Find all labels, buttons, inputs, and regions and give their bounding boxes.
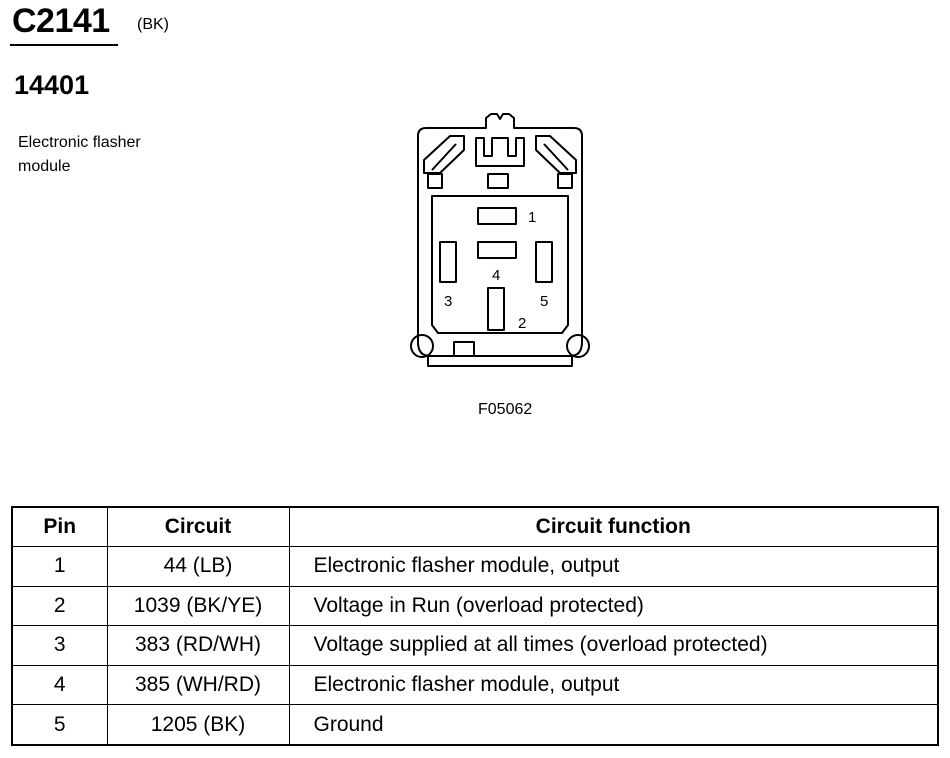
cell-circuit: 383 (RD/WH) [106, 625, 290, 666]
figure-code: F05062 [478, 401, 533, 418]
connector-housing-outline [417, 113, 583, 357]
cell-circuit: 385 (WH/RD) [106, 664, 290, 706]
right-latch [535, 135, 577, 174]
pin-label-1: 1 [528, 209, 536, 226]
connector-id-underline [10, 44, 118, 46]
header-circuit-function: Circuit function [288, 506, 939, 547]
pin-table: Pin Circuit Circuit function 1 44 (LB) E… [11, 506, 939, 746]
cell-function: Ground [288, 704, 939, 746]
connector-id: C2141 [12, 2, 110, 40]
bottom-right-lobe [566, 334, 590, 358]
terminal-5 [535, 241, 553, 283]
pin-label-3: 3 [444, 293, 452, 310]
tab-right [557, 173, 573, 189]
pin-label-5: 5 [540, 293, 548, 310]
table-row: 2 1039 (BK/YE) Voltage in Run (overload … [11, 585, 939, 627]
tab-left [427, 173, 443, 189]
cell-pin: 1 [11, 546, 108, 587]
terminal-3 [439, 241, 457, 283]
cell-function: Voltage supplied at all times (overload … [288, 625, 939, 666]
connector-color: (BK) [137, 16, 169, 33]
table-row: 1 44 (LB) Electronic flasher module, out… [11, 546, 939, 587]
table-header-row: Pin Circuit Circuit function [11, 506, 939, 547]
connector-face-diagram: 1 4 3 5 2 [410, 113, 590, 367]
bottom-left-lobe [410, 334, 434, 358]
bottom-key [453, 341, 475, 357]
cell-pin: 2 [11, 585, 108, 627]
cell-function: Electronic flasher module, output [288, 664, 939, 706]
cell-circuit: 1039 (BK/YE) [106, 585, 290, 627]
cell-pin: 4 [11, 664, 108, 706]
center-key [475, 137, 525, 167]
component-name-line1: Electronic flasher [18, 134, 141, 151]
cell-pin: 3 [11, 625, 108, 666]
inner-cavity [431, 195, 569, 334]
header-pin: Pin [11, 506, 108, 547]
left-latch-inner [431, 143, 457, 171]
table-row: 5 1205 (BK) Ground [11, 704, 939, 746]
right-latch-inner [543, 143, 569, 171]
table-row: 3 383 (RD/WH) Voltage supplied at all ti… [11, 625, 939, 666]
pin-label-4: 4 [492, 267, 500, 284]
header-circuit: Circuit [106, 506, 290, 547]
table-row: 4 385 (WH/RD) Electronic flasher module,… [11, 664, 939, 706]
component-name-line2: module [18, 158, 71, 175]
cell-circuit: 1205 (BK) [106, 704, 290, 746]
terminal-4 [477, 241, 517, 259]
terminal-1 [477, 207, 517, 225]
left-latch [423, 135, 465, 174]
component-name: Electronic flasher module [18, 131, 218, 179]
cell-function: Voltage in Run (overload protected) [288, 585, 939, 627]
cell-function: Electronic flasher module, output [288, 546, 939, 587]
tab-center [487, 173, 509, 189]
part-number: 14401 [14, 70, 90, 100]
cell-circuit: 44 (LB) [106, 546, 290, 587]
terminal-2 [487, 287, 505, 331]
pin-label-2: 2 [518, 315, 526, 332]
bottom-rail [427, 356, 573, 367]
cell-pin: 5 [11, 704, 108, 746]
